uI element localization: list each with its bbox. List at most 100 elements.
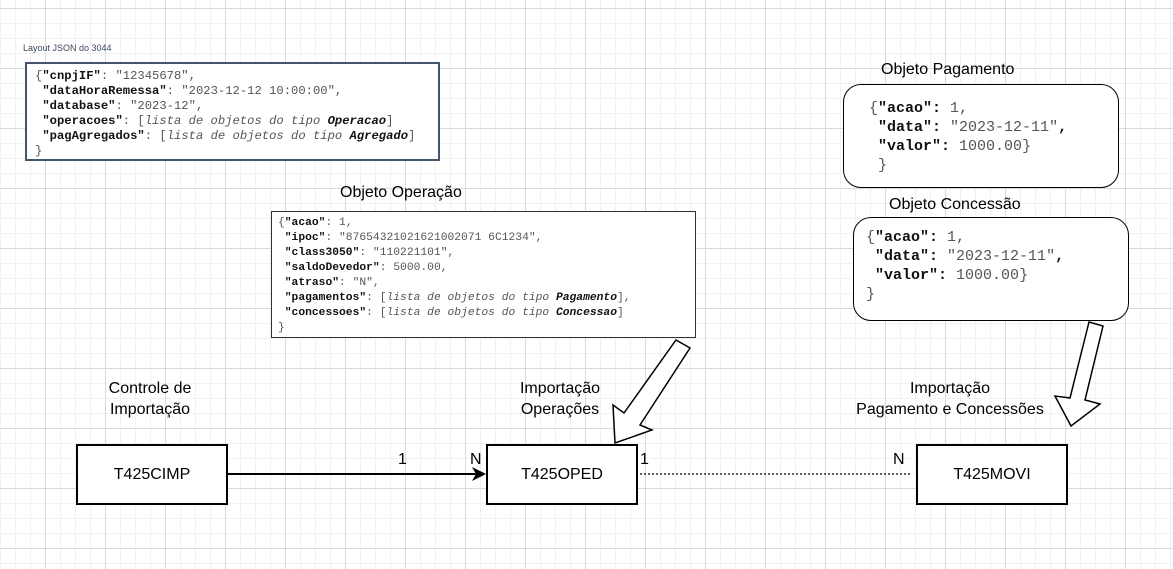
code-token: { (869, 100, 879, 117)
pagamento-json-box[interactable]: {"acao": 1, "data": "2023-12-11", "valor… (843, 84, 1119, 188)
code-token (866, 248, 875, 265)
code-token: "atraso" (284, 277, 340, 289)
code-token: "ipoc" (284, 232, 326, 244)
code-token: } (869, 157, 888, 174)
code-token: lista de objetos do tipo (386, 292, 556, 304)
code-token: "dataHoraRemessa" (42, 84, 167, 98)
code-token: ] (386, 114, 394, 128)
code-token (869, 138, 878, 155)
code-token: "2023-12-12 10:00:00" (181, 84, 335, 98)
code-line: "saldoDevedor": 5000.00, (278, 261, 631, 276)
code-token (278, 232, 285, 244)
code-token: Concessao (555, 307, 617, 319)
entity-label-line: Importação (109, 401, 191, 418)
operacao-json-box[interactable]: {"acao": 1, "ipoc": "8765432102162100207… (271, 211, 696, 338)
entity-label-line: Importação (519, 380, 601, 397)
concessao-json-code: {"acao": 1, "data": "2023-12-11", "valor… (866, 228, 1064, 304)
code-token: : (325, 217, 340, 229)
code-line: "dataHoraRemessa": "2023-12-12 10:00:00"… (35, 84, 415, 99)
code-line: "class3050": "110221101", (278, 246, 631, 261)
entity-label-line: Operações (520, 401, 600, 418)
entity-t425movi[interactable]: T425MOVI (916, 444, 1068, 505)
code-token: ] (408, 129, 416, 143)
entity-name: T425OPED (521, 465, 603, 483)
code-line: "atraso": "N", (278, 276, 631, 291)
code-token: : (379, 262, 394, 274)
code-token: { (278, 217, 285, 229)
code-token: "pagAgregados" (42, 129, 145, 143)
code-token: : [ (144, 129, 167, 143)
code-token: : (115, 99, 131, 113)
code-token: : (339, 277, 353, 289)
code-token: { (35, 69, 43, 83)
code-token: "valor" (878, 138, 942, 155)
code-token: Pagamento (555, 292, 617, 304)
entity-t425oped[interactable]: T425OPED (486, 444, 638, 505)
code-token: 1000.00 (956, 267, 1020, 284)
code-token: 1000.00 (959, 138, 1023, 155)
code-line: "valor": 1000.00} (869, 137, 1067, 156)
code-token: "12345678" (115, 69, 189, 83)
code-token (866, 267, 875, 284)
code-token: : [ (122, 114, 145, 128)
code-token: "saldoDevedor" (284, 262, 380, 274)
code-token: "data" (875, 248, 930, 265)
code-token: , (372, 277, 380, 289)
code-line: "pagAgregados": [lista de objetos do tip… (35, 129, 415, 144)
code-token: : (938, 267, 957, 284)
code-token: } (1022, 138, 1032, 155)
code-line: } (35, 144, 415, 159)
code-token: "data" (878, 119, 933, 136)
code-token: "110221101" (372, 247, 448, 259)
code-token (278, 277, 285, 289)
code-token: , (1058, 119, 1068, 136)
code-line: } (869, 156, 1067, 175)
code-token: , (959, 100, 969, 117)
code-token: "concessoes" (284, 307, 367, 319)
code-token: : [ (366, 292, 387, 304)
layout-caption: Layout JSON do 3044 (23, 43, 112, 53)
code-line: "concessoes": [lista de objetos do tipo … (278, 306, 631, 321)
block-arrow-concessao-icon (1053, 321, 1104, 428)
cardinality-oped-side: N (470, 451, 482, 468)
code-token: "valor" (875, 267, 939, 284)
code-token: "acao" (875, 229, 930, 246)
code-token: "87654321021621002071 6C1234" (339, 232, 536, 244)
code-token: "N" (352, 277, 373, 289)
layout-json-box[interactable]: {"cnpjIF": "12345678", "dataHoraRemessa"… (25, 62, 440, 161)
concessao-json-box[interactable]: {"acao": 1, "data": "2023-12-11", "valor… (853, 217, 1129, 321)
code-token (278, 307, 285, 319)
code-token: } (35, 144, 43, 158)
operacao-title: Objeto Operação (340, 184, 462, 201)
code-token: : (359, 247, 373, 259)
entity-label-oped: Importação Operações (480, 378, 640, 420)
code-token: : (100, 69, 116, 83)
code-token: lista de objetos do tipo (386, 307, 556, 319)
code-token: : (941, 138, 960, 155)
code-line: "pagamentos": [lista de objetos do tipo … (278, 291, 631, 306)
code-line: {"acao": 1, (278, 216, 631, 231)
code-token (278, 247, 285, 259)
cardinality-oped-movi-side: 1 (640, 451, 649, 468)
arrowhead-icon (472, 467, 486, 481)
code-token: : (325, 232, 340, 244)
code-token: , (195, 99, 204, 113)
code-token: } (866, 286, 876, 303)
code-token: , (1055, 248, 1065, 265)
code-token: : (929, 248, 948, 265)
block-arrow-operacao-icon (612, 339, 692, 445)
code-token: "2023-12" (130, 99, 196, 113)
cardinality-movi-side: N (893, 451, 905, 468)
code-line: "operacoes": [lista de objetos do tipo O… (35, 114, 415, 129)
code-token: "cnpjIF" (42, 69, 101, 83)
code-token: "class3050" (284, 247, 360, 259)
code-token: "operacoes" (42, 114, 123, 128)
code-line: "data": "2023-12-11", (866, 247, 1064, 266)
code-token: : (166, 84, 182, 98)
code-token: { (866, 229, 876, 246)
code-token: ], (616, 292, 631, 304)
entity-t425cimp[interactable]: T425CIMP (76, 444, 228, 505)
code-token: "pagamentos" (284, 292, 367, 304)
code-token: lista de objetos do tipo (144, 114, 328, 128)
code-token: } (278, 322, 285, 334)
